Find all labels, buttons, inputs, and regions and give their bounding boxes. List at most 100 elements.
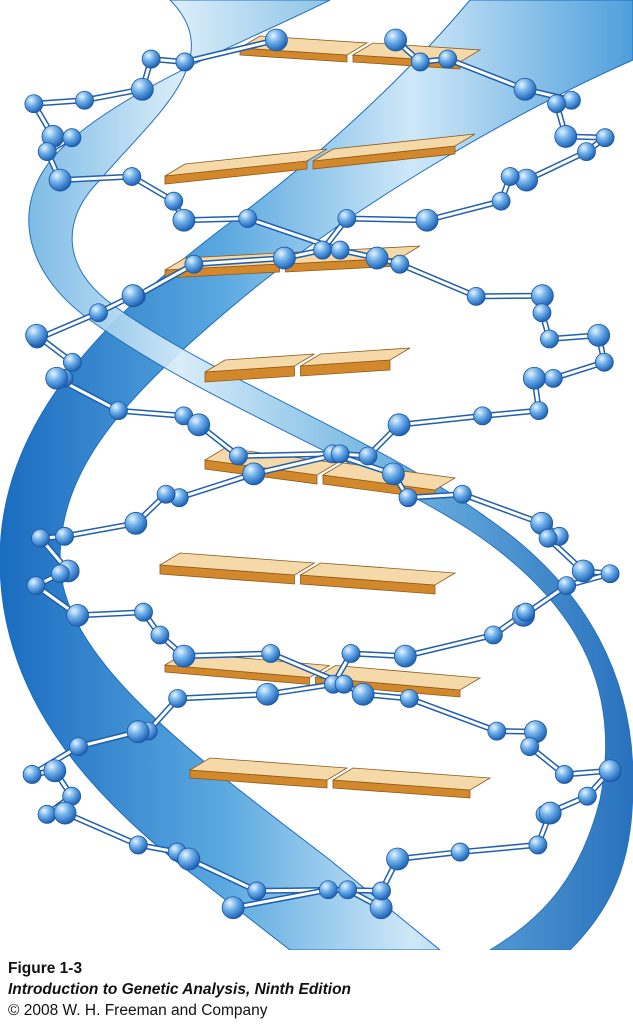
backbone-atom xyxy=(55,526,74,546)
backbone-atom xyxy=(571,559,595,583)
backbone-atom xyxy=(184,254,204,274)
base-slab-top xyxy=(164,148,328,177)
backbone-atom xyxy=(150,625,170,645)
backbone-atom xyxy=(387,413,411,437)
backbone-atom xyxy=(365,246,389,270)
base-slab-top xyxy=(300,347,411,367)
backbone-atom xyxy=(247,881,267,901)
backbone-atom xyxy=(121,284,145,308)
atom-bond-highlight xyxy=(182,652,273,658)
backbone-atom xyxy=(473,406,492,426)
backbone-atom xyxy=(543,368,563,388)
atom-bond-highlight xyxy=(397,414,485,427)
base-slab-top xyxy=(314,665,482,691)
backbone-atom xyxy=(330,240,350,260)
backbone-atom xyxy=(466,286,486,306)
base-slab-top xyxy=(331,767,492,791)
backbone-atom xyxy=(43,759,67,783)
atom-bond-highlight xyxy=(481,409,541,418)
backbone-atom xyxy=(63,352,82,372)
backbone-atom xyxy=(187,413,211,437)
backbone-atom xyxy=(438,49,458,69)
backbone-atom xyxy=(89,303,108,323)
base-slab-top xyxy=(312,133,476,162)
backbone-atom xyxy=(261,644,281,663)
backbone-atom xyxy=(256,682,279,706)
atom-bond-highlight xyxy=(176,692,269,701)
backbone-atom xyxy=(594,352,614,372)
backbone-atom xyxy=(130,77,154,101)
backbone-atom xyxy=(337,209,357,228)
backbone-atom xyxy=(532,303,552,323)
backbone-atom xyxy=(242,462,266,486)
backbone-atom xyxy=(341,644,361,663)
backbone-atom xyxy=(540,329,559,349)
atom-bond-highlight xyxy=(187,857,259,893)
backbone-atom xyxy=(221,896,245,920)
atom-bond-highlight xyxy=(407,697,499,733)
backbone-atom xyxy=(265,28,288,52)
backbone-atom xyxy=(53,801,77,825)
base-pair-rung xyxy=(204,347,411,383)
backbone-ribbon-a xyxy=(0,0,633,950)
atom-bond-highlight xyxy=(236,452,335,458)
backbone-ribbons xyxy=(0,0,633,950)
backbone-atom xyxy=(557,576,577,596)
backbone-atom xyxy=(528,835,548,855)
backbone-atom xyxy=(22,765,42,784)
backbone-atom xyxy=(175,52,195,72)
backbone-atom xyxy=(393,644,417,668)
backbone-atom xyxy=(491,191,511,211)
figure-caption: Figure 1-3 Introduction to Genetic Analy… xyxy=(8,958,628,1021)
backbone-atom xyxy=(37,142,57,162)
backbone-atom xyxy=(24,94,44,114)
backbone-atom xyxy=(168,689,188,708)
backbone-ribbon-b xyxy=(28,0,633,950)
dna-double-helix-diagram xyxy=(0,0,633,950)
atom-bond-highlight xyxy=(458,843,540,854)
backbone-atom xyxy=(500,167,520,186)
backbone-atom xyxy=(554,765,574,784)
backbone-atom xyxy=(399,689,419,708)
base-slab-top xyxy=(204,353,315,373)
atom-bond-highlight xyxy=(63,521,138,538)
backbone-atom xyxy=(554,125,578,148)
backbone-atom xyxy=(390,254,410,274)
backbone-atom xyxy=(522,366,546,390)
backbone-atom xyxy=(172,644,196,668)
backbone-atom xyxy=(520,737,540,757)
atom-bond-highlight xyxy=(116,409,186,418)
backbone-atom xyxy=(164,191,184,211)
backbone-atom xyxy=(513,77,537,101)
backbone-atom xyxy=(25,323,49,347)
backbone-atom xyxy=(587,323,611,347)
backbone-atom xyxy=(62,128,82,148)
backbone-atom xyxy=(577,142,596,162)
backbone-atom xyxy=(595,128,615,148)
backbone-atom xyxy=(229,446,248,466)
backbone-atom xyxy=(384,28,408,52)
atom-bond-highlight xyxy=(177,472,256,500)
backbone-atom xyxy=(37,804,57,824)
backbone-atom xyxy=(109,401,128,421)
backbone-atom xyxy=(547,94,566,114)
backbone-atom xyxy=(538,528,558,548)
book-title: Introduction to Genetic Analysis, Ninth … xyxy=(8,981,352,998)
backbone-atom xyxy=(538,801,562,825)
atom-bond-highlight xyxy=(63,811,140,847)
backbone-atom xyxy=(386,847,409,871)
backbone-atoms xyxy=(22,28,622,920)
atom-bond-highlight xyxy=(58,175,134,182)
base-pair-rung xyxy=(164,133,476,185)
figure-label: Figure 1-3 xyxy=(8,960,83,977)
backbone-atom xyxy=(141,49,161,69)
atom-bond-highlight xyxy=(403,633,495,658)
backbone-atom xyxy=(313,240,332,260)
backbone-atom xyxy=(172,208,196,232)
backbone-atom xyxy=(484,625,503,645)
base-slab-top xyxy=(188,757,349,781)
backbone-atom xyxy=(45,366,69,390)
backbone-atom xyxy=(578,786,597,806)
backbone-atom xyxy=(128,835,148,855)
backbone-atom xyxy=(50,564,70,584)
